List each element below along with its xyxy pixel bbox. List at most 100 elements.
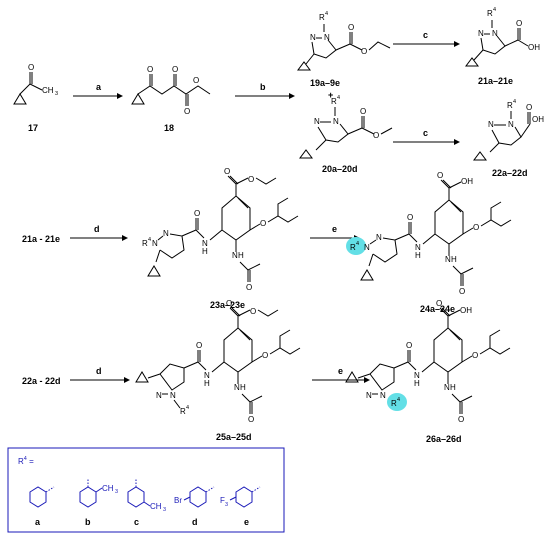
- arrow-e2: e: [312, 366, 370, 383]
- svg-text:CH: CH: [102, 484, 114, 493]
- arrow-c1: c: [393, 30, 460, 47]
- svg-text:4: 4: [493, 7, 496, 13]
- svg-text:O: O: [224, 167, 230, 176]
- svg-text:4: 4: [186, 405, 189, 411]
- legend-item-c: CH 3 c: [127, 478, 166, 527]
- svg-text:3: 3: [163, 507, 166, 513]
- r4-legend: R4 = a CH 3 b CH 3 c Br: [7, 447, 285, 533]
- svg-text:N: N: [324, 33, 330, 42]
- compound-19: R 4 N N O O 19a–9e +: [297, 11, 391, 100]
- svg-text:N: N: [366, 391, 372, 400]
- svg-text:O: O: [473, 223, 479, 232]
- svg-text:3: 3: [115, 489, 118, 495]
- compound-24: R 4 N N O N H O OH O N H O 24a–24e: [346, 171, 512, 314]
- label-22: 22a–22d: [492, 168, 528, 178]
- svg-text:c: c: [423, 30, 428, 40]
- svg-text:N: N: [310, 33, 316, 42]
- plus-sign: +: [328, 90, 333, 100]
- svg-text:O: O: [193, 76, 199, 85]
- svg-text:OH: OH: [528, 43, 540, 52]
- svg-text:e: e: [332, 224, 337, 234]
- legend-item-d: Br d: [174, 486, 215, 527]
- svg-text:O: O: [194, 209, 200, 218]
- svg-text:O: O: [28, 63, 34, 72]
- svg-text:O: O: [248, 175, 254, 184]
- svg-text:R: R: [487, 9, 493, 18]
- svg-text:F: F: [220, 496, 225, 505]
- svg-text:4: 4: [148, 237, 151, 243]
- compound-17: O CH 3 17: [13, 63, 58, 133]
- svg-text:c: c: [134, 517, 139, 527]
- svg-text:O: O: [348, 23, 354, 32]
- svg-text:N: N: [204, 371, 210, 380]
- svg-text:O: O: [260, 219, 266, 228]
- label-20: 20a–20d: [322, 164, 358, 174]
- svg-text:O: O: [458, 415, 464, 424]
- compound-26: N N R 4 O N H O OH O N H O 26a–26d: [345, 299, 511, 444]
- svg-text:H: H: [414, 379, 420, 388]
- svg-text:O: O: [248, 415, 254, 424]
- label-24: 24a–24e: [420, 304, 455, 314]
- svg-text:N: N: [234, 383, 240, 392]
- legend-title: R4 =: [18, 456, 34, 466]
- svg-text:d: d: [94, 224, 100, 234]
- svg-text:O: O: [437, 171, 443, 180]
- svg-text:O: O: [436, 299, 442, 308]
- arrow-b: b: [235, 82, 295, 99]
- legend-item-e: F 3 e: [220, 486, 261, 527]
- svg-text:O: O: [147, 65, 153, 74]
- svg-text:e: e: [338, 366, 343, 376]
- svg-text:N: N: [376, 233, 382, 242]
- svg-text:O: O: [459, 287, 465, 296]
- svg-text:3: 3: [225, 502, 228, 508]
- label-19: 19a–9e: [310, 78, 340, 88]
- svg-text:H: H: [204, 379, 210, 388]
- svg-text:R: R: [142, 239, 148, 248]
- svg-text:N: N: [333, 117, 339, 126]
- compound-20: R 4 N N O O 20a–20d: [299, 95, 393, 174]
- svg-text:N: N: [314, 117, 320, 126]
- svg-text:O: O: [184, 107, 190, 116]
- svg-text:b: b: [260, 82, 266, 92]
- svg-text:N: N: [508, 120, 514, 129]
- svg-text:21a - 21e: 21a - 21e: [22, 234, 60, 244]
- legend-item-b: CH 3 b: [79, 478, 118, 527]
- compound-18: O O O O 18: [131, 65, 211, 133]
- svg-text:N: N: [202, 239, 208, 248]
- label-21: 21a–21e: [478, 76, 513, 86]
- label-23: 23a–23e: [210, 300, 245, 310]
- svg-text:N: N: [380, 391, 386, 400]
- svg-text:4: 4: [337, 95, 340, 101]
- arrow-d1: d: [70, 224, 128, 241]
- svg-text:N: N: [232, 251, 238, 260]
- r4-highlight-24: [346, 237, 366, 255]
- svg-text:Br: Br: [174, 496, 182, 505]
- svg-text:N: N: [414, 371, 420, 380]
- svg-text:H: H: [451, 255, 457, 264]
- svg-text:O: O: [360, 107, 366, 116]
- svg-text:N: N: [445, 255, 451, 264]
- svg-text:R: R: [507, 101, 513, 110]
- svg-text:O: O: [172, 65, 178, 74]
- start-22-label: 22a - 22d: [22, 376, 61, 386]
- svg-text:b: b: [85, 517, 91, 527]
- svg-text:H: H: [450, 383, 456, 392]
- label-17: 17: [28, 123, 38, 133]
- svg-text:O: O: [516, 19, 522, 28]
- legend-item-a: a: [29, 486, 55, 527]
- svg-text:CH: CH: [150, 502, 162, 511]
- svg-text:d: d: [192, 517, 198, 527]
- svg-text:OH: OH: [532, 115, 544, 124]
- arrow-d2: d: [70, 366, 130, 383]
- svg-text:H: H: [240, 383, 246, 392]
- r4-highlight-26: [387, 393, 407, 411]
- svg-text:R: R: [331, 97, 337, 106]
- label-18: 18: [164, 123, 174, 133]
- svg-text:N: N: [492, 29, 498, 38]
- arrow-a: a: [73, 82, 123, 99]
- svg-text:N: N: [478, 29, 484, 38]
- label-26: 26a–26d: [426, 434, 462, 444]
- label-25: 25a–25d: [216, 432, 252, 442]
- svg-text:d: d: [96, 366, 102, 376]
- svg-text:N: N: [163, 229, 169, 238]
